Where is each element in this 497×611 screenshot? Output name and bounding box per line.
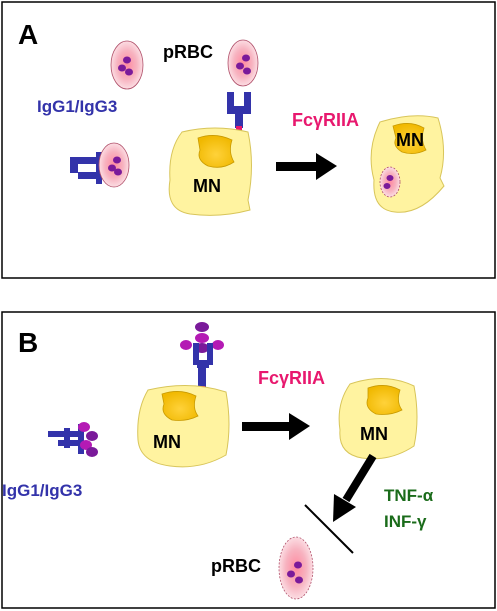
prbc-label: pRBC [211,556,261,576]
arrow-right [276,153,337,180]
panel-a: A IgG1/IgG3 pRBC [1,1,496,279]
cell-label: MN [153,432,181,452]
antibody-label: IgG1/IgG3 [37,97,117,116]
panel-a-letter: A [18,19,38,50]
nucleus-icon [161,391,199,421]
panel-b-letter: B [18,327,38,358]
antibody-icon [48,424,84,454]
inhibition-line [304,504,354,554]
parasite-icon [287,561,303,584]
cytokine-inf: INF-γ [384,512,427,531]
receptor-label: FcγRIIA [258,368,325,388]
cell-label: MN [193,176,221,196]
prbc-bound-top [227,39,259,87]
prbc-free-top [110,40,144,90]
mn-cell-after: MN [338,377,418,460]
nucleus-icon [366,385,403,415]
mn-cell: MN [137,384,230,468]
antigen-icon [78,422,98,457]
cell-after-label: MN [396,130,424,150]
receptor-label: FcγRIIA [292,110,359,130]
panel-b-frame [1,311,496,609]
arrow-right [242,413,310,440]
prbc-opsonized-left [98,142,130,188]
prbc-free-bottom [278,536,314,600]
parasite-icon [236,54,251,75]
cytokine-tnf: TNF-α [384,486,434,505]
antibody-label: IgG1/IgG3 [2,481,82,500]
nucleus-icon [392,123,427,154]
mn-cell: MN [168,127,252,216]
parasite-icon [108,156,122,176]
nucleus-icon [197,135,235,168]
panel-b: B FcγRIIA Ig [1,311,496,609]
prbc-label: pRBC [163,42,213,62]
phagosome-icon [379,166,401,198]
arrow-down-left [333,453,377,522]
parasite-icon [118,56,133,76]
cell-after-label: MN [360,424,388,444]
mn-cell-after: MN [370,115,445,213]
